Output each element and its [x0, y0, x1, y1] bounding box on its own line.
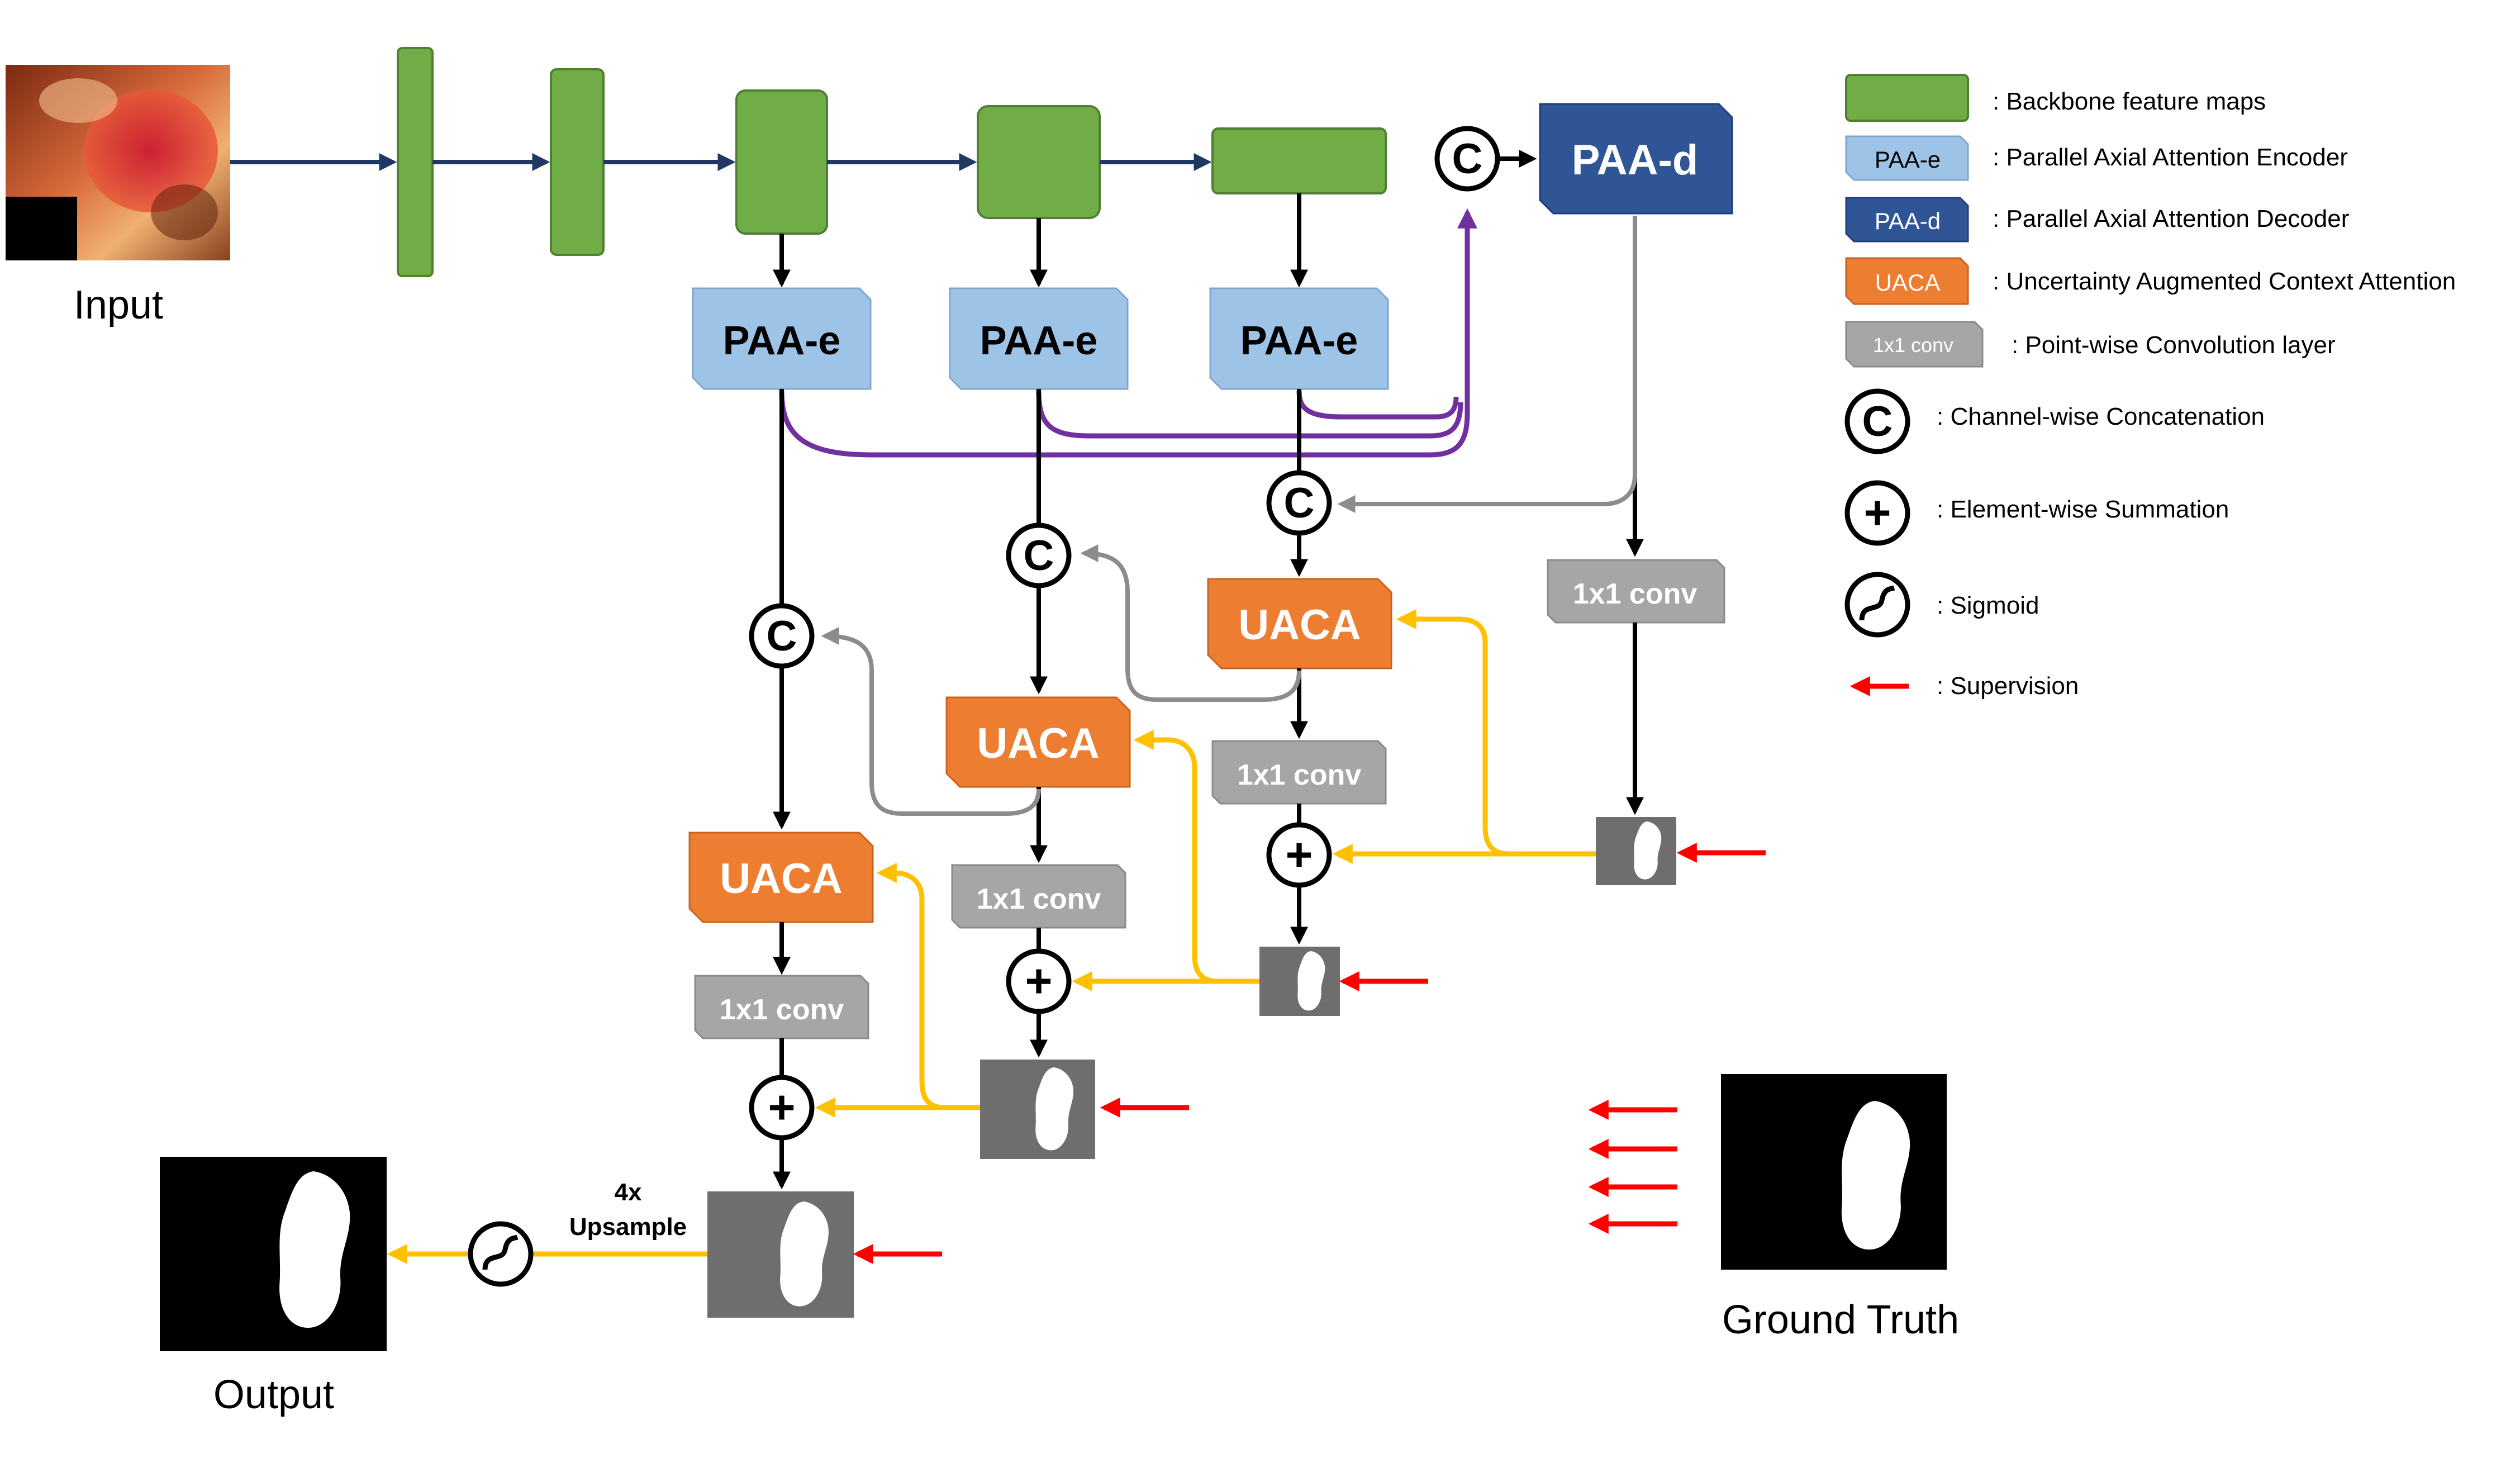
svg-text:: Supervision: : Supervision	[1937, 672, 2079, 700]
svg-text:+: +	[768, 1081, 795, 1133]
ground-truth-label: Ground Truth	[1722, 1298, 1959, 1342]
svg-text:PAA-e: PAA-e	[1240, 319, 1358, 363]
legend-item-conv: 1x1 conv : Point-wise Convolution layer	[1845, 321, 2336, 368]
backbone-map-3	[735, 89, 828, 235]
sigmoid-node	[468, 1221, 534, 1287]
backbone-map-5	[1211, 127, 1387, 194]
col2-uaca-to-concat-gray-path	[821, 627, 1041, 816]
svg-text:C: C	[767, 612, 797, 660]
output-mask-image	[160, 1157, 387, 1351]
input-label: Input	[74, 283, 163, 327]
svg-text:: Point-wise Convolution layer: : Point-wise Convolution layer	[2012, 331, 2336, 359]
backbone-feature-maps	[397, 47, 1387, 277]
backbone-to-encoder-arrows	[773, 193, 1308, 288]
svg-text:+: +	[1863, 486, 1891, 539]
svg-text:C: C	[1284, 479, 1315, 527]
uaca-block-col2: UACA	[945, 696, 1131, 788]
svg-text:: Uncertainty Augmented Contex: : Uncertainty Augmented Context Attentio…	[1993, 268, 2456, 295]
prediction-map-col2	[980, 1060, 1095, 1159]
svg-text:C: C	[1452, 135, 1483, 183]
svg-text:1x1 conv: 1x1 conv	[1237, 759, 1362, 791]
sum-node-col1: +	[749, 1075, 815, 1141]
svg-text:1x1 conv: 1x1 conv	[720, 994, 844, 1026]
svg-text:1x1 conv: 1x1 conv	[1873, 334, 1953, 357]
prediction-map-col1	[707, 1191, 854, 1318]
upsample-label-line2: Upsample	[569, 1213, 687, 1241]
concat-node-col2: C	[1006, 522, 1072, 588]
col3-uaca-to-concat-gray-path	[1080, 544, 1301, 702]
svg-text:: Backbone feature maps: : Backbone feature maps	[1993, 88, 2266, 115]
backbone-map-1	[397, 47, 434, 277]
svg-text:UACA: UACA	[1238, 601, 1361, 649]
uaca-block-col1: UACA	[688, 832, 874, 923]
svg-text:PAA-d: PAA-d	[1875, 208, 1941, 234]
conv-block-decoder: 1x1 conv	[1547, 559, 1725, 624]
svg-text:UACA: UACA	[720, 855, 843, 902]
svg-text:PAA-e: PAA-e	[1875, 146, 1941, 173]
svg-text:: Element-wise Summation: : Element-wise Summation	[1937, 496, 2229, 523]
prediction-map-decoder	[1596, 817, 1676, 885]
svg-text:1x1 conv: 1x1 conv	[977, 883, 1101, 915]
output-label: Output	[213, 1372, 334, 1417]
svg-text:: Parallel Axial Attention Enc: : Parallel Axial Attention Encoder	[1993, 144, 2348, 171]
decoder-to-concat-gray-path	[1337, 216, 1637, 513]
svg-text:: Parallel Axial Attention Dec: : Parallel Axial Attention Decoder	[1993, 205, 2349, 232]
svg-text:PAA-e: PAA-e	[980, 319, 1098, 363]
paa-d-block: PAA-d	[1539, 103, 1733, 215]
svg-text:PAA-e: PAA-e	[723, 319, 841, 363]
svg-text:PAA-d: PAA-d	[1572, 136, 1699, 184]
conv-block-col3: 1x1 conv	[1211, 740, 1387, 805]
legend-item-backbone: : Backbone feature maps	[1845, 74, 2266, 122]
svg-text:UACA: UACA	[977, 720, 1100, 767]
concat-node-decoder: C	[1434, 126, 1500, 192]
svg-text:: Channel-wise Concatenation: : Channel-wise Concatenation	[1937, 403, 2265, 430]
ground-truth-mask-image	[1721, 1074, 1947, 1270]
upsample-label-line1: 4x	[615, 1179, 642, 1206]
legend-item-supervision: : Supervision	[1849, 672, 2079, 700]
svg-text:C: C	[1862, 398, 1893, 445]
conv-block-col1: 1x1 conv	[694, 975, 869, 1039]
svg-text:+: +	[1025, 954, 1052, 1007]
concat-node-col1: C	[749, 603, 815, 669]
input-image	[6, 65, 230, 260]
legend-item-sigmoid: : Sigmoid	[1844, 572, 2039, 638]
paa-e-block-1: PAA-e	[692, 287, 872, 390]
uaca-block-col3: UACA	[1207, 578, 1392, 669]
paa-e-block-3: PAA-e	[1209, 287, 1389, 390]
legend-item-sum: + : Element-wise Summation	[1844, 480, 2229, 546]
svg-text:+: +	[1285, 828, 1313, 881]
conv-block-col2: 1x1 conv	[951, 864, 1126, 929]
encoder-to-decoder-purple-paths	[779, 208, 1477, 458]
paa-e-block-2: PAA-e	[949, 287, 1129, 390]
svg-text:UACA: UACA	[1875, 269, 1941, 296]
legend-item-paa-e: PAA-e : Parallel Axial Attention Encoder	[1845, 135, 2348, 181]
supervision-arrows	[853, 843, 1766, 1264]
prediction-map-col3	[1259, 947, 1340, 1016]
backbone-map-2	[550, 68, 605, 256]
legend-item-uaca: UACA : Uncertainty Augmented Context Att…	[1845, 257, 2456, 305]
sum-node-col2: +	[1006, 948, 1072, 1014]
backbone-map-4	[977, 105, 1101, 219]
svg-text:C: C	[1024, 532, 1054, 580]
legend-item-paa-d: PAA-d : Parallel Axial Attention Decoder	[1845, 197, 2349, 243]
svg-text:1x1 conv: 1x1 conv	[1573, 578, 1698, 610]
sum-node-col3: +	[1266, 822, 1332, 888]
concat-node-col3: C	[1266, 470, 1332, 536]
yellow-feedback-paths	[387, 609, 1596, 1264]
svg-text:: Sigmoid: : Sigmoid	[1937, 592, 2039, 619]
legend: : Backbone feature maps PAA-e : Parallel…	[1844, 74, 2456, 700]
legend-item-concat: C : Channel-wise Concatenation	[1844, 388, 2265, 454]
